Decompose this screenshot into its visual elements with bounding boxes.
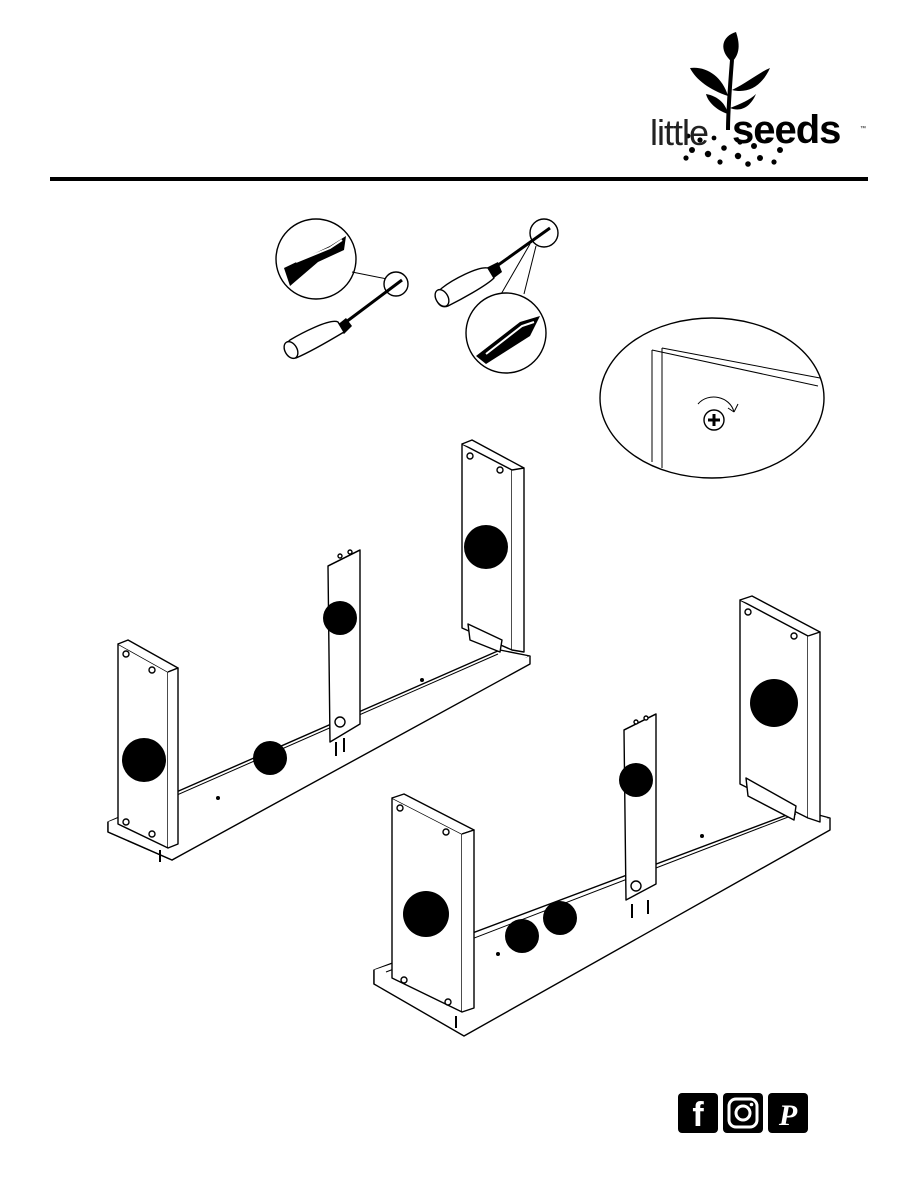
cam-lock-detail-callout: [600, 318, 824, 478]
assembly-unit-right: [374, 596, 830, 1036]
assembly-unit-left: [108, 440, 530, 862]
step-marker-a: [464, 525, 508, 569]
pinterest-glyph: P: [778, 1099, 798, 1132]
step-marker-i: [543, 901, 577, 935]
step-marker-h: [505, 919, 539, 953]
step-marker-c: [122, 738, 166, 782]
step-marker-g: [403, 891, 449, 937]
step-marker-f: [619, 763, 653, 797]
pinterest-icon[interactable]: P: [768, 1093, 808, 1133]
flathead-screwdriver-icon: [276, 219, 408, 361]
step-marker-d: [253, 741, 287, 775]
facebook-glyph: f: [692, 1096, 704, 1133]
facebook-icon[interactable]: f: [678, 1093, 718, 1133]
instagram-icon[interactable]: [723, 1093, 763, 1133]
phillips-screwdriver-icon: [432, 219, 558, 373]
step-marker-e: [750, 679, 798, 727]
step-marker-b: [323, 601, 357, 635]
